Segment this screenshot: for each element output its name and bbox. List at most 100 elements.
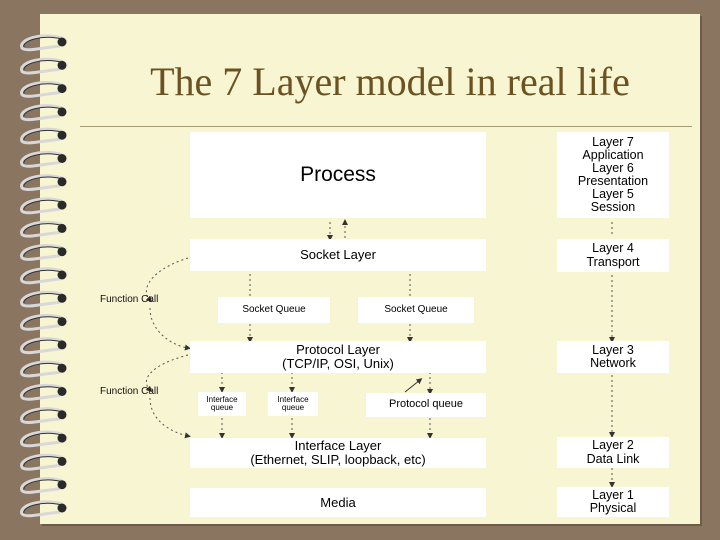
spiral-hole [57,317,67,327]
spiral-ring-shadow [23,362,63,374]
spiral-ring-shadow [23,409,63,420]
spiral-ring-shadow [23,223,63,234]
spiral-ring-shadow [23,502,63,514]
media-label: Media [320,494,356,510]
spiral-hole [57,60,67,70]
spiral-ring-shadow [23,316,63,327]
interface-queue-right-line1: Interface [277,394,309,404]
osi-presentation: Presentation [577,174,649,188]
spiral-ring [20,453,63,471]
spiral-hole [57,410,67,420]
osi-layer5: Layer 5 [592,187,634,202]
osi-datalink-box: Layer 2 Data Link [557,437,669,468]
osi-network: Network [590,356,636,370]
spiral-hole [57,363,67,373]
spiral-hole [57,247,67,257]
interface-layer-line2: (Ethernet, SLIP, loopback, etc) [250,452,426,467]
spiral-hole [57,154,67,163]
spiral-ring-shadow [23,339,63,351]
interface-layer-box: Interface Layer (Ethernet, SLIP, loopbac… [190,438,486,468]
spiral-ring [20,150,63,168]
osi-layer3: Layer 3 [592,342,634,357]
protocol-layer-box: Protocol Layer (TCP/IP, OSI, Unix) [190,341,486,373]
osi-physical-box: Layer 1 Physical [557,487,669,517]
spiral-hole [57,480,67,490]
spiral-ring-shadow [23,153,63,164]
socket-layer-label: Socket Layer [300,247,376,263]
spiral-ring [20,337,63,355]
spiral-ring [20,244,63,261]
spiral-binding [20,34,67,518]
socket-layer-box: Socket Layer [190,239,486,271]
interface-queue-right-line2: queue [281,403,305,412]
spiral-ring [20,290,63,308]
osi-layer4: Layer 4 [592,241,634,256]
protocol-queue-box: Protocol queue [366,393,486,417]
osi-application: Application [582,147,644,162]
process-box: Process [190,132,486,218]
function-call-bottom-label: Function Call [100,386,159,397]
spiral-ring [20,197,63,215]
spiral-hole [57,200,67,210]
interface-queue-right-box: Interface queue [268,392,318,416]
spiral-ring [20,477,63,494]
interface-queue-left-box: Interface queue [198,392,246,416]
process-label: Process [300,162,376,186]
spiral-hole [57,270,67,280]
spiral-ring [20,407,63,424]
spiral-ring-shadow [23,129,63,141]
spiral-ring [20,174,63,191]
osi-layer7: Layer 7 [592,134,634,149]
spiral-ring-shadow [23,269,63,281]
spiral-ring [20,314,63,331]
spiral-ring-shadow [23,83,63,94]
osi-transport: Transport [586,254,640,269]
spiral-ring [20,127,63,145]
spiral-hole [57,130,67,140]
slide-title: The 7 Layer model in real life [150,59,630,104]
media-box: Media [190,488,486,517]
spiral-hole [57,107,67,117]
interface-layer-line1: Interface Layer [294,438,382,454]
osi-datalink: Data Link [586,451,640,466]
spiral-hole [57,223,67,233]
spiral-hole [57,293,67,303]
interface-queue-left-line1: Interface [206,394,238,404]
socket-queue-left-label: Socket Queue [242,303,306,315]
osi-layer2: Layer 2 [592,438,634,453]
spiral-ring-shadow [23,246,63,257]
function-call-top-label: Function Call [100,294,159,305]
spiral-hole [57,456,67,466]
osi-session: Session [590,200,636,215]
spiral-ring-shadow [23,176,63,187]
spiral-hole [57,340,67,350]
spiral-hole [57,84,67,94]
spiral-ring [20,267,63,285]
protocol-layer-line1: Protocol Layer [296,342,380,358]
spiral-hole [57,433,67,443]
spiral-ring-shadow [23,456,63,467]
socket-queue-right-box: Socket Queue [358,297,474,323]
spiral-ring [20,383,63,401]
spiral-ring-shadow [23,479,63,490]
spiral-ring-shadow [23,106,63,118]
interface-queue-left-line2: queue [210,403,234,412]
osi-network-box: Layer 3 Network [557,341,669,373]
osi-upper-layers-box: Layer 7 Application Layer 6 Presentation… [557,132,669,218]
spiral-ring [20,220,63,238]
spiral-ring-shadow [23,199,63,211]
socket-queue-left-box: Socket Queue [218,297,330,323]
spiral-ring [20,360,63,378]
spiral-ring-shadow [23,60,63,71]
spiral-ring [20,500,63,518]
spiral-ring [20,81,63,98]
spiral-ring-shadow [23,386,63,397]
osi-layer6: Layer 6 [592,160,634,175]
spiral-hole [57,387,67,396]
spiral-hole [57,503,67,513]
spiral-ring-shadow [23,293,63,304]
spiral-ring-shadow [23,432,63,444]
spiral-hole [57,177,67,187]
spiral-ring [20,104,63,122]
spiral-ring [20,57,63,75]
